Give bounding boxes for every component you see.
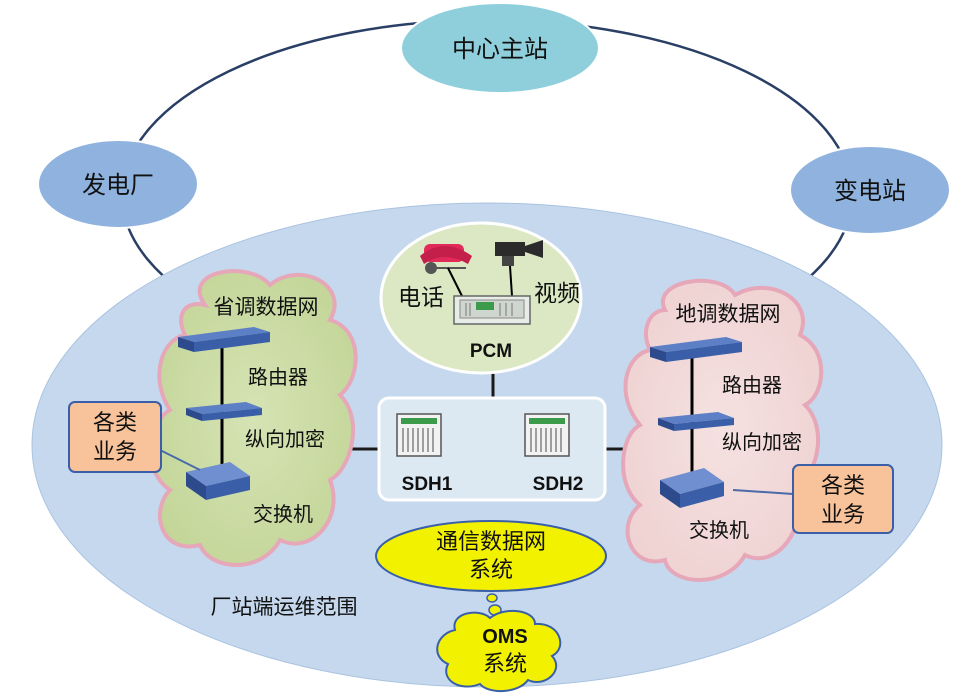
- comm-system-line1: 通信数据网: [436, 530, 546, 555]
- right-network-title: 地调数据网: [676, 302, 781, 326]
- power-plant-label: 发电厂: [82, 171, 154, 199]
- pcm-label: PCM: [470, 341, 512, 362]
- substation-node: 变电站: [789, 145, 951, 235]
- left-services-line2: 业务: [93, 440, 137, 465]
- oms-line1: OMS: [482, 626, 528, 648]
- substation-label: 变电站: [834, 177, 906, 205]
- pcm-video-label: 视频: [534, 281, 580, 307]
- left-switch-icon: [186, 462, 250, 500]
- right-services-callout: 各类 业务: [732, 464, 894, 534]
- left-router-icon: [178, 327, 270, 352]
- right-services-line2: 业务: [821, 503, 865, 528]
- sdh1-device-icon: [396, 413, 442, 457]
- power-plant-node: 发电厂: [37, 139, 199, 229]
- sdh-box: SDH1 SDH2: [377, 396, 607, 502]
- right-encryption-icon: [658, 412, 734, 431]
- right-encryption-label: 纵向加密: [722, 430, 802, 454]
- comm-system-line2: 系统: [469, 558, 513, 583]
- sdh1-label: SDH1: [402, 474, 453, 495]
- left-services-callout: 各类 业务: [68, 401, 201, 473]
- comm-system-ellipse: 通信数据网 系统: [375, 520, 607, 592]
- right-switch-icon: [660, 468, 724, 508]
- phone-icon: [420, 244, 472, 274]
- sdh2-device-icon: [524, 413, 570, 457]
- pcm-device-icon: [453, 295, 531, 325]
- center-station-label: 中心主站: [452, 35, 548, 63]
- right-router-label: 路由器: [722, 373, 782, 397]
- left-network-cloud: 省调数据网 路由器 纵向加密 交换机: [149, 269, 358, 567]
- pcm-group: 电话 视频 PCM: [379, 221, 583, 375]
- oms-cloud: OMS 系统: [436, 609, 562, 692]
- right-switch-label: 交换机: [689, 518, 749, 542]
- video-camera-icon: [495, 240, 543, 266]
- scope-label: 厂站端运维范围: [211, 595, 358, 619]
- left-encryption-icon: [186, 402, 262, 421]
- left-switch-label: 交换机: [253, 502, 313, 526]
- left-encryption-label: 纵向加密: [245, 427, 325, 451]
- oms-line2: 系统: [483, 652, 527, 677]
- right-network-cloud: 地调数据网 路由器 纵向加密 交换机: [621, 278, 824, 582]
- center-station-node: 中心主站: [400, 2, 600, 94]
- left-router-label: 路由器: [248, 365, 308, 389]
- right-router-icon: [650, 337, 742, 362]
- sdh2-label: SDH2: [533, 474, 584, 495]
- left-services-line1: 各类: [93, 411, 137, 436]
- left-network-title: 省调数据网: [214, 295, 319, 319]
- right-services-line1: 各类: [821, 474, 865, 499]
- pcm-phone-label: 电话: [398, 285, 444, 311]
